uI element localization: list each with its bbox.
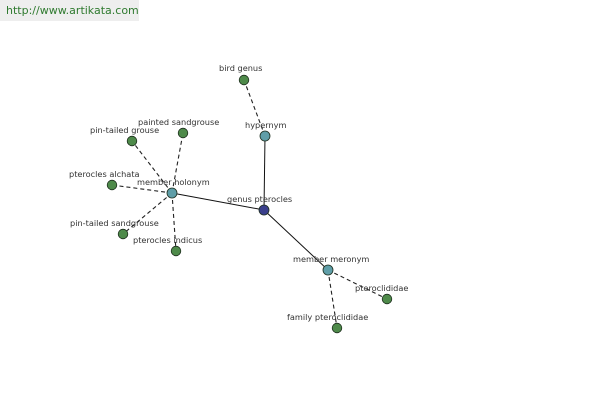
node-genus-pterocles[interactable] [258,204,270,216]
label-pin-tailed-sandgrouse: pin-tailed sandgrouse [70,218,159,228]
node-member-meronym[interactable] [322,264,334,276]
label-pteroclididae: pteroclididae [355,283,408,293]
edges-layer [111,79,388,329]
node-pin-tailed-sandgrouse[interactable] [117,228,129,240]
node-pterocles-alchata[interactable] [106,179,118,191]
label-family-pteroclididae: family pteroclididae [287,312,368,322]
node-member-holonym[interactable] [166,187,178,199]
url-banner: http://www.artikata.com [0,0,139,21]
url-link[interactable]: http://www.artikata.com [6,4,139,17]
edge-member-holonym-to-pterocles-alchata [111,184,173,194]
edge-member-meronym-to-family-pteroclididae [327,269,338,329]
label-painted-sandgrouse: painted sandgrouse [138,117,219,127]
node-pin-tailed-grouse[interactable] [126,135,138,147]
label-hypernym: hypernym [245,120,287,130]
labels-layer: genus pterocles hypernym bird genus member … [69,63,408,322]
label-pterocles-indicus: pterocles indicus [133,235,202,245]
edge-hypernym-to-bird-genus [243,79,266,137]
node-bird-genus[interactable] [238,74,250,86]
label-member-holonym: member holonym [137,177,210,187]
node-painted-sandgrouse[interactable] [177,127,189,139]
label-pin-tailed-grouse: pin-tailed grouse [90,125,159,135]
label-genus-pterocles: genus pterocles [227,194,292,204]
label-member-meronym: member meronym [293,254,369,264]
edge-member-holonym-to-pterocles-indicus [171,192,177,252]
edge-member-holonym-to-pin-tailed-grouse [131,140,173,194]
edge-genus-pterocles-to-hypernym [263,135,266,211]
node-hypernym[interactable] [259,130,271,142]
edge-member-holonym-to-painted-sandgrouse [171,132,184,194]
edge-member-holonym-to-pin-tailed-sandgrouse [122,192,173,235]
edge-genus-pterocles-to-member-holonym [171,192,265,211]
node-pterocles-indicus[interactable] [170,245,182,257]
edge-genus-pterocles-to-member-meronym [263,209,329,271]
edge-member-meronym-to-pteroclididae [327,269,388,300]
label-pterocles-alchata: pterocles alchata [69,169,140,179]
nodes-layer [106,74,393,334]
node-family-pteroclididae[interactable] [331,322,343,334]
label-bird-genus: bird genus [219,63,262,73]
node-pteroclididae[interactable] [381,293,393,305]
